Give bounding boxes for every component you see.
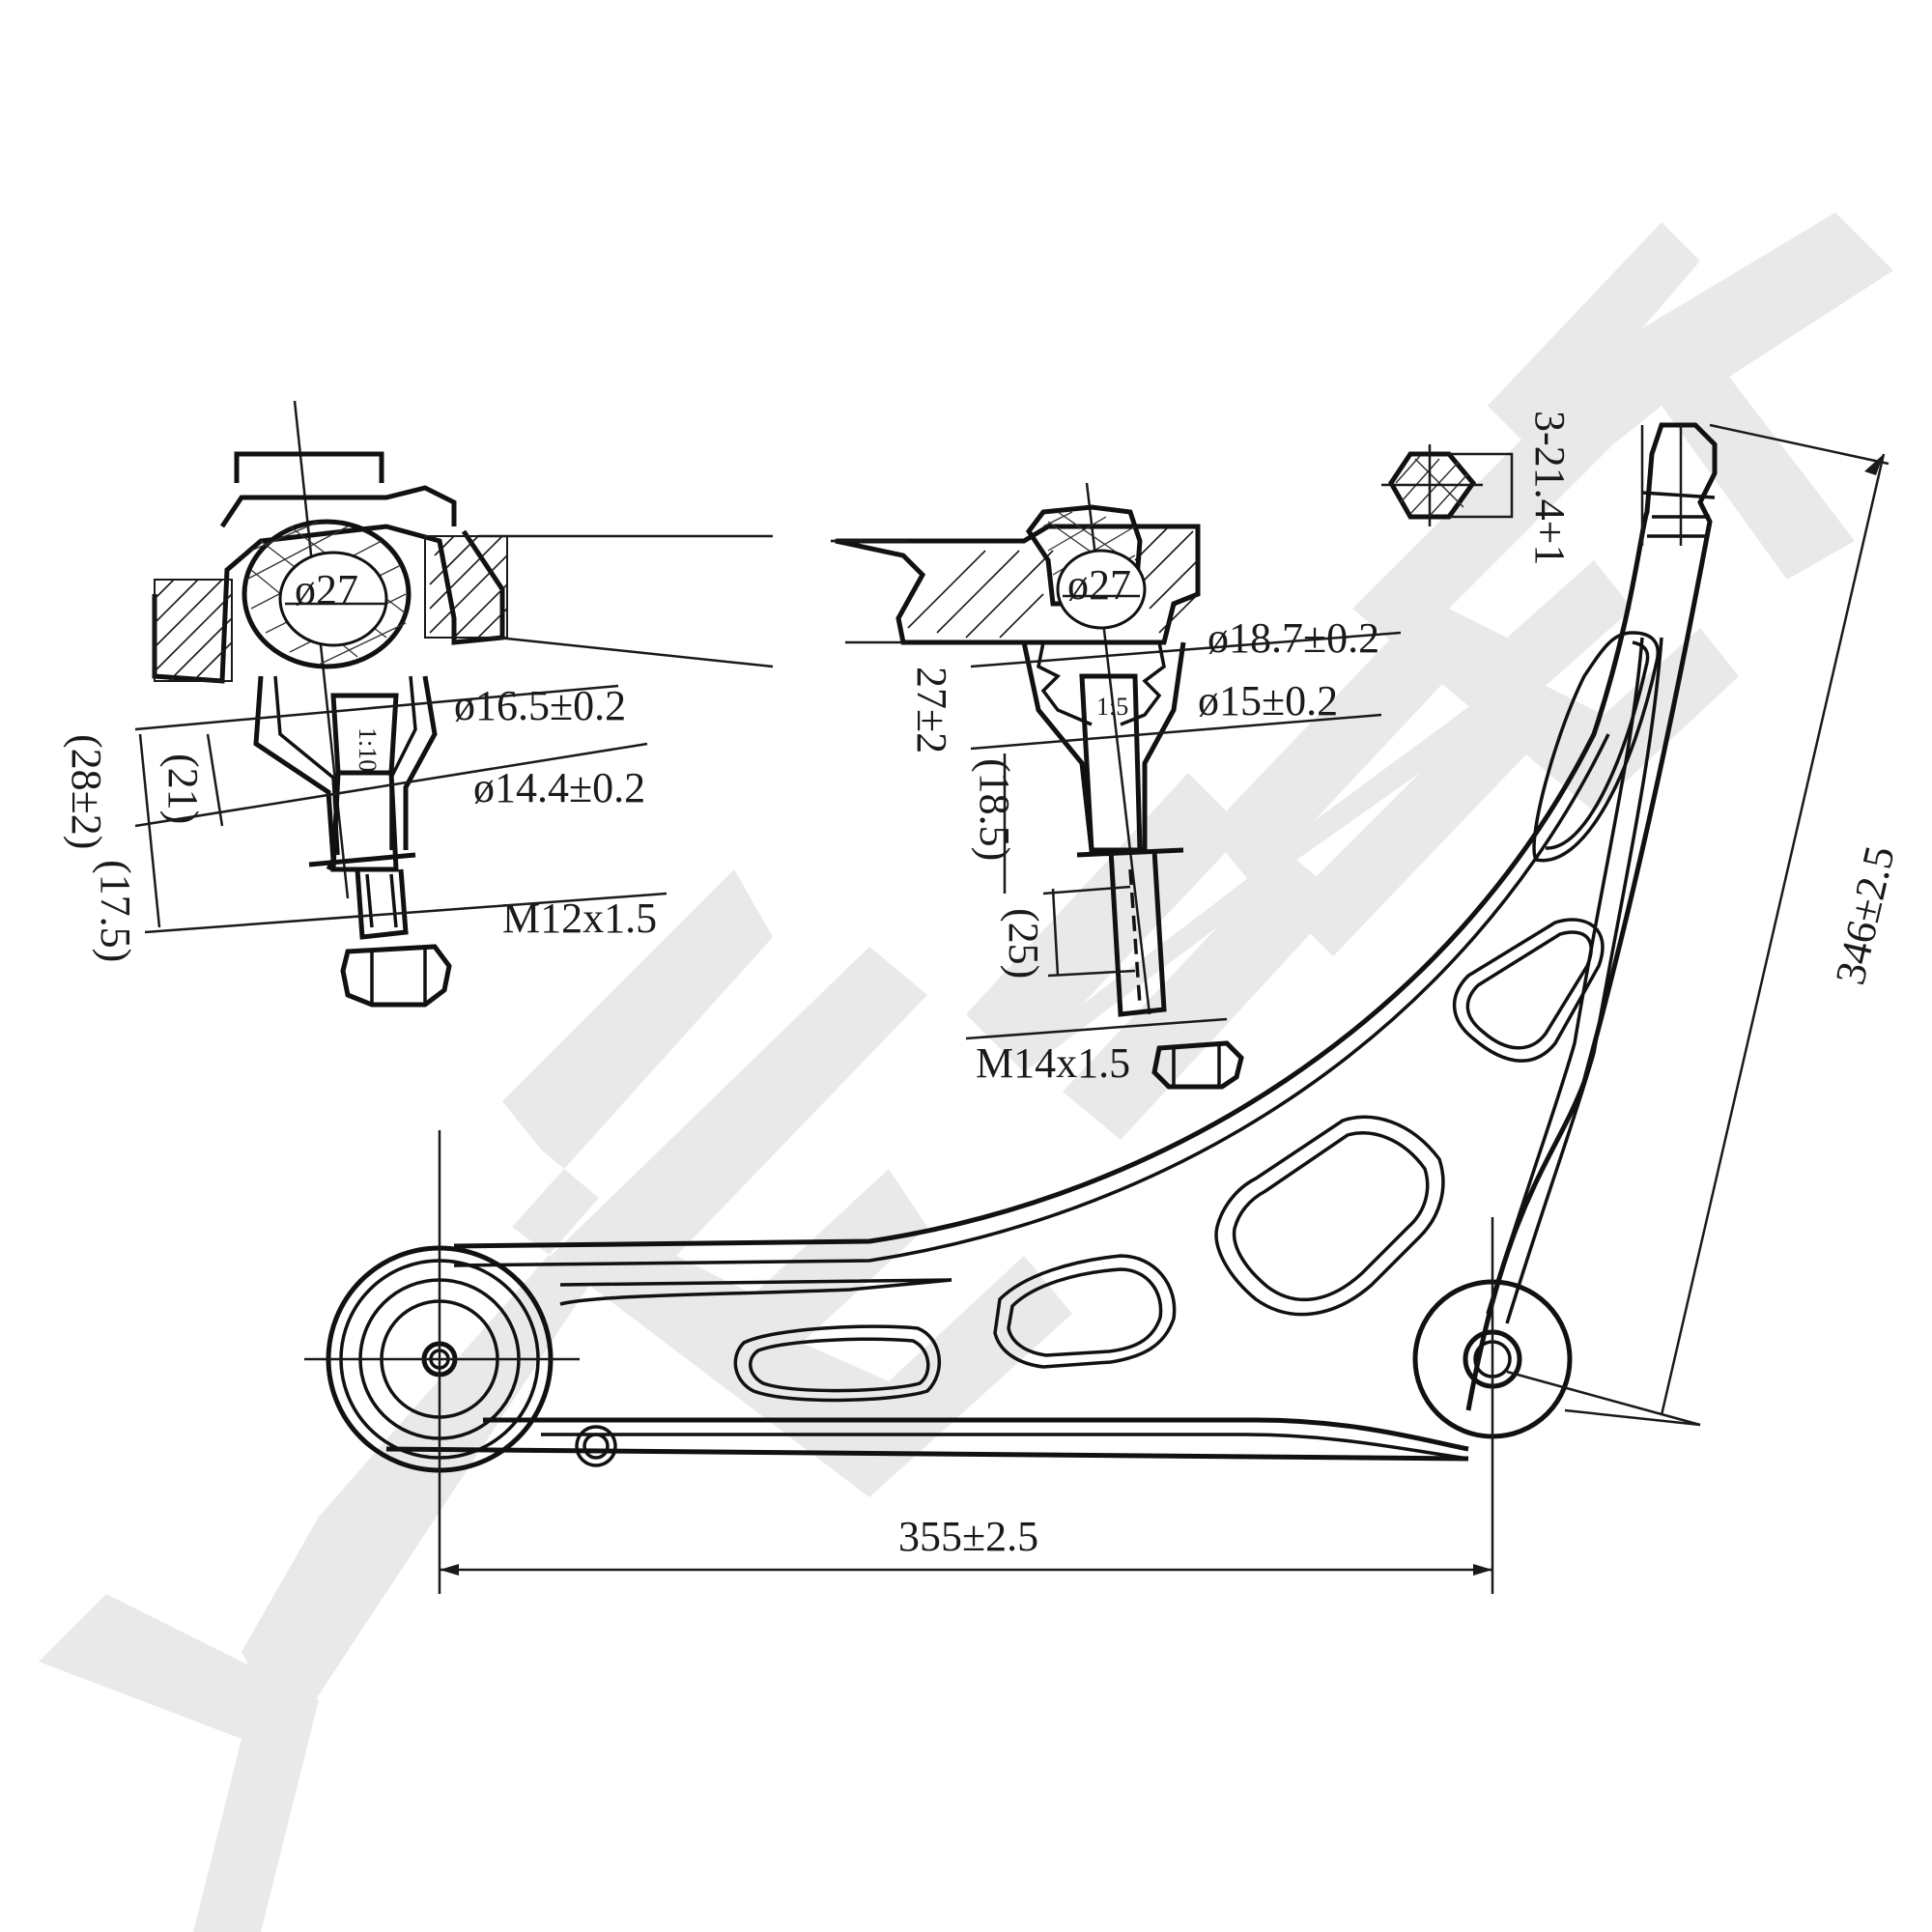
left-dim-height-17-5: (17.5) <box>92 860 139 962</box>
hex-section: 3-21.4+1 <box>1381 411 1574 565</box>
right-taper-label: 1:5 <box>1096 693 1128 721</box>
right-ball-diameter: ø27 <box>1067 561 1131 609</box>
left-ball-diameter: ø27 <box>295 566 358 613</box>
watermark-logo <box>39 213 1893 1932</box>
right-dim-height-27: 27±2 <box>908 667 955 753</box>
left-dim-height-28: (28±2) <box>63 734 110 849</box>
hex-section-label: 3-21.4+1 <box>1526 411 1574 565</box>
right-ball-joint-section: ø27 1:5 ø18.7±0.2 ø15±0.2 M14x1.5 27±2 (… <box>831 482 1402 1090</box>
arm-length-horizontal: 355±2.5 <box>898 1513 1038 1560</box>
right-thread: M14x1.5 <box>976 1039 1130 1087</box>
left-dim-diameter-upper: ø16.5±0.2 <box>454 682 626 729</box>
right-dim-height-25: (25) <box>1000 908 1047 979</box>
right-dim-height-18-5: (18.5) <box>971 758 1018 861</box>
left-dim-diameter-lower: ø14.4±0.2 <box>473 764 645 811</box>
left-thread: M12x1.5 <box>502 895 657 942</box>
left-dim-height-21: (21) <box>159 753 207 824</box>
right-dim-diameter-lower: ø15±0.2 <box>1198 677 1338 724</box>
left-taper-label: 1:10 <box>354 727 382 772</box>
control-arm <box>304 422 1718 1594</box>
right-dim-diameter-upper: ø18.7±0.2 <box>1208 614 1379 662</box>
arm-length-vertical: 346±2.5 <box>1826 841 1903 988</box>
left-ball-joint-section: ø27 1:10 ø16.5±0.2 ø14.4±0.2 M12x1.5 (21… <box>63 400 774 1008</box>
